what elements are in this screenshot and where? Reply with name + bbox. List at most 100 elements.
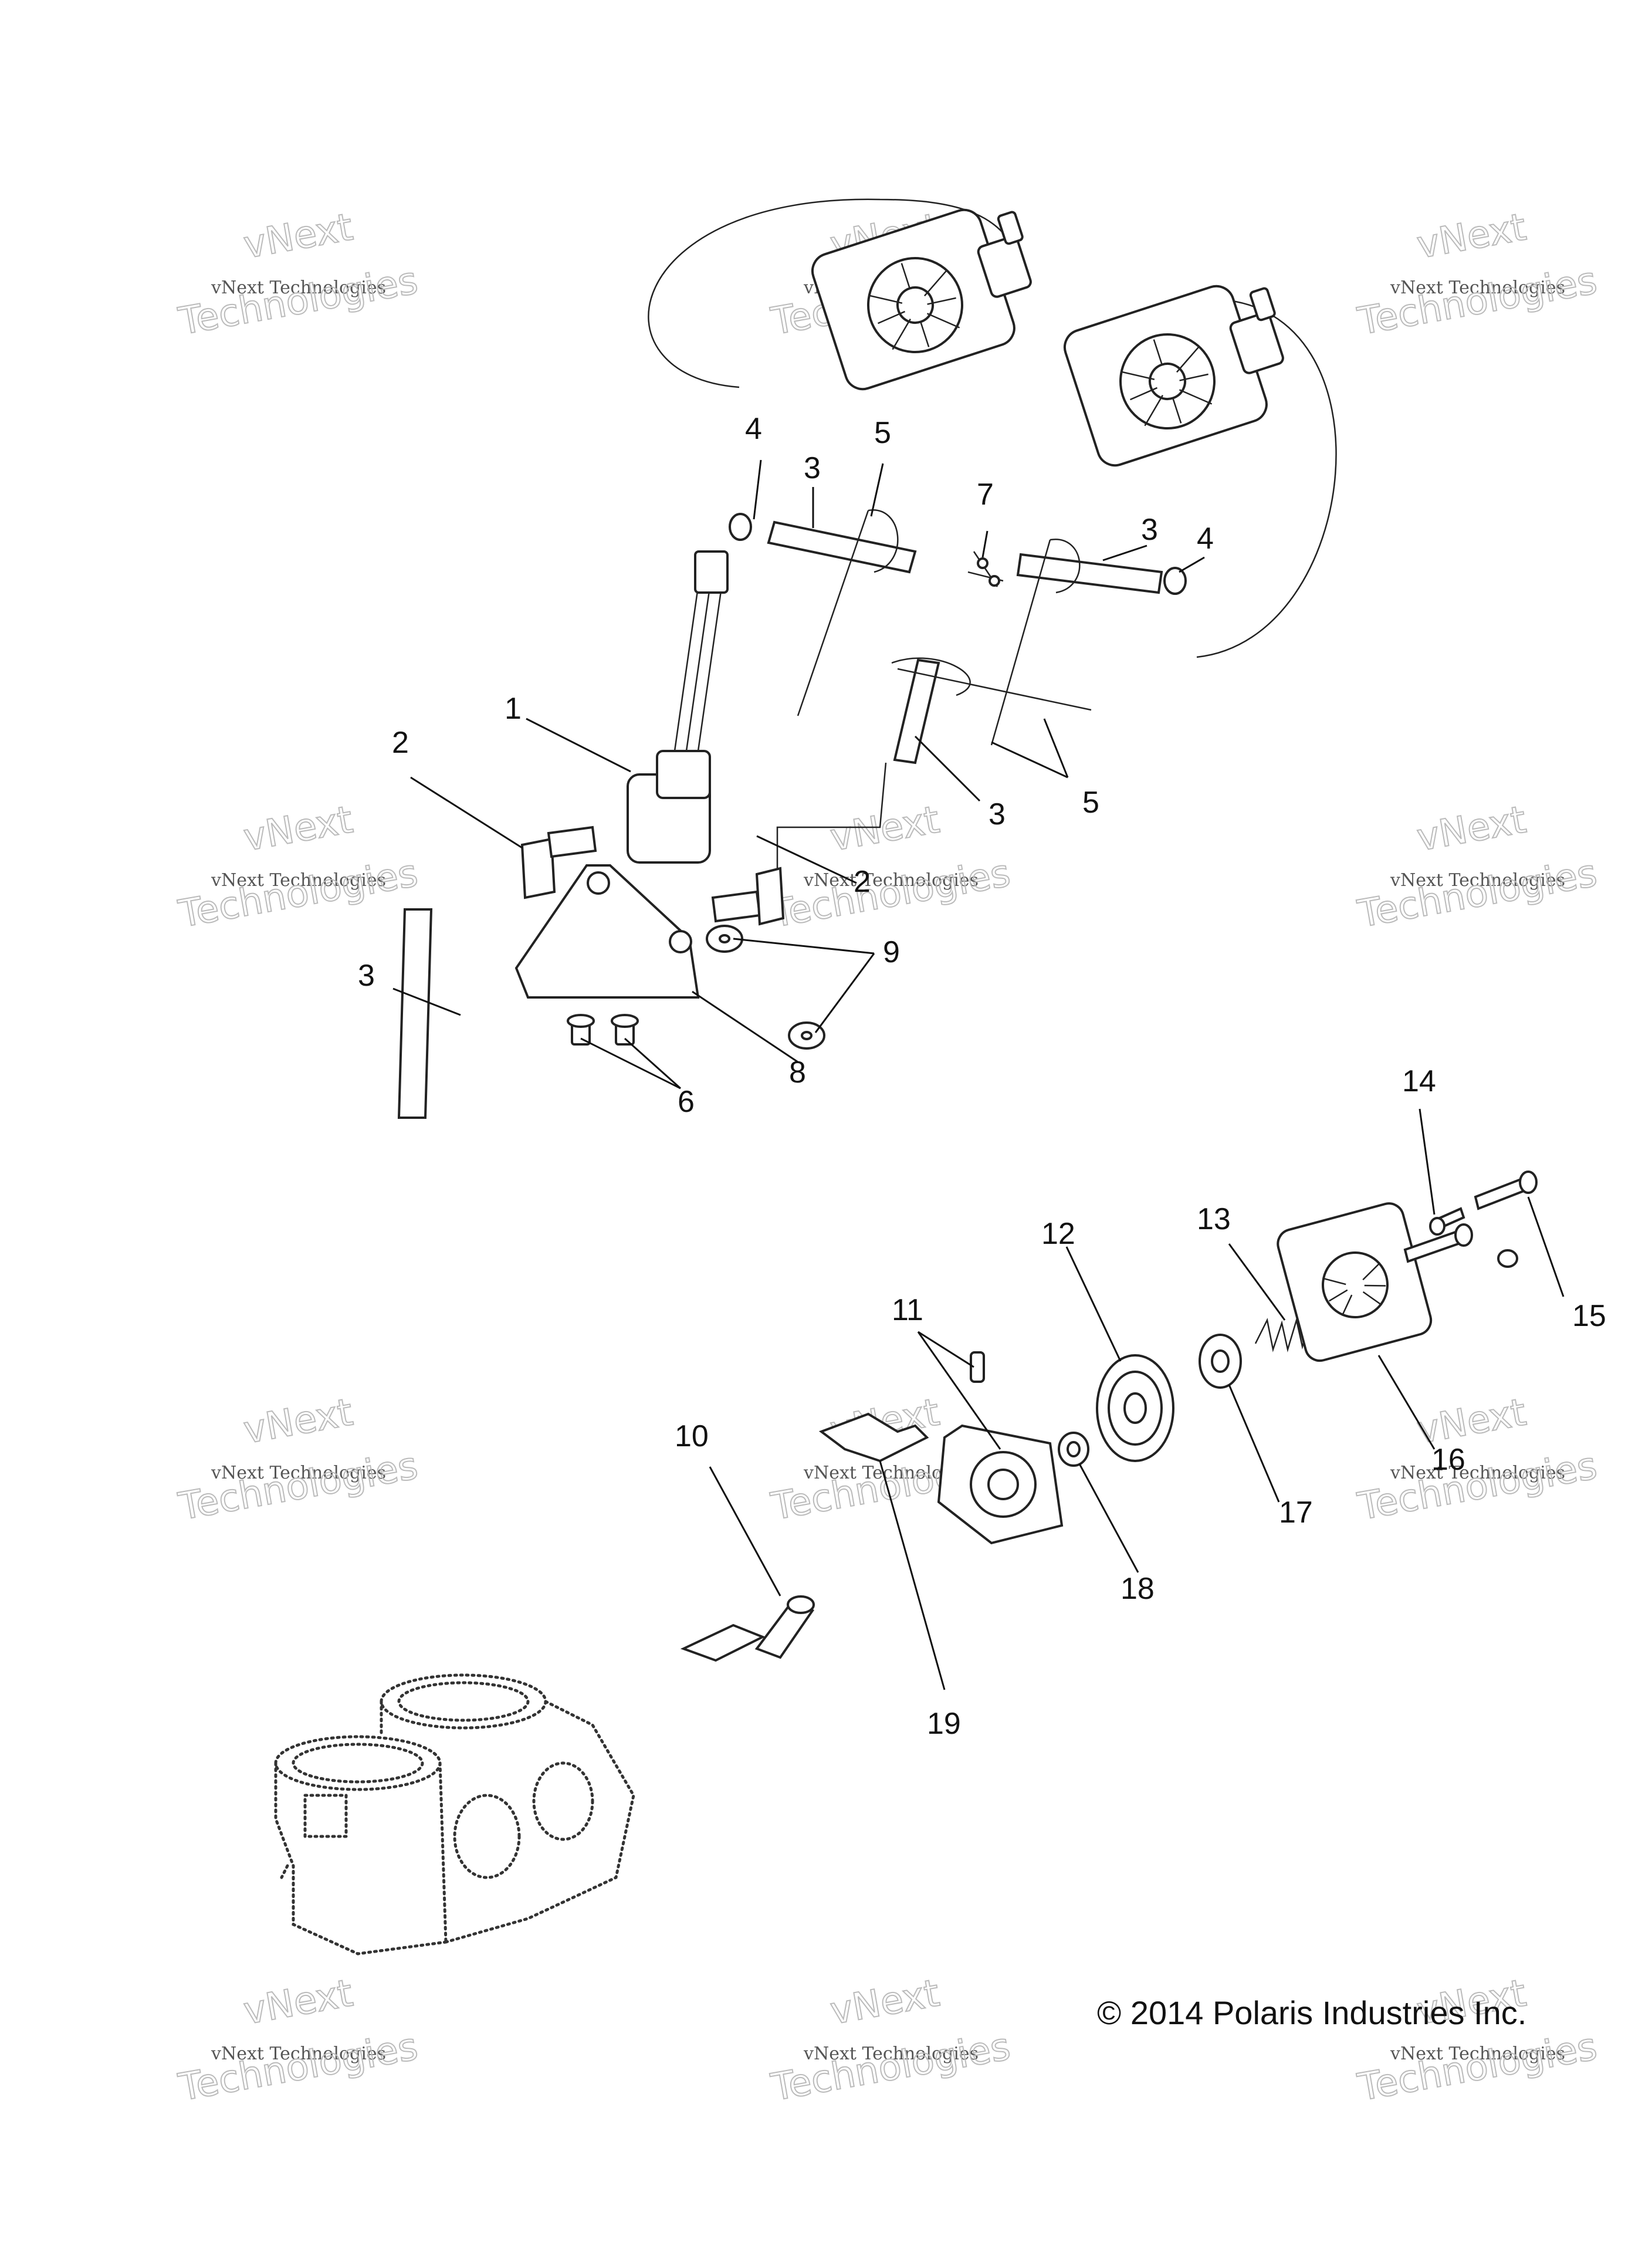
part-9-grommet-lower <box>788 1021 825 1050</box>
routing-curve-left <box>648 198 1022 388</box>
callout-13: 13 <box>1197 1202 1231 1236</box>
part-12-diaphragm <box>1096 1354 1174 1462</box>
part-10-nozzle <box>680 1595 815 1662</box>
part-7-fitting <box>967 551 1004 587</box>
watermark-text: vNext <box>1414 798 1529 860</box>
watermark-text: vNext <box>241 205 356 267</box>
watermark-text: vNext Technologies <box>1390 2044 1565 2064</box>
callout-14: 14 <box>1402 1064 1436 1098</box>
part-9-grommet-upper <box>706 925 743 953</box>
callout-3: 3 <box>358 959 375 993</box>
watermark-text: vNext Technologies <box>1390 870 1565 891</box>
watermark-text: vNext Technologies <box>211 870 386 891</box>
watermark-text: vNext <box>241 798 356 860</box>
callout-16: 16 <box>1431 1443 1465 1477</box>
callout-4: 4 <box>745 412 762 446</box>
watermark-text: Technologies <box>175 259 421 343</box>
part-8-bracket <box>514 864 700 999</box>
part-4-clamp-right <box>1163 567 1187 595</box>
part-3-hose-upper-right <box>1016 553 1163 594</box>
callout-5: 5 <box>874 416 891 450</box>
part-5-tie-center <box>891 657 1092 711</box>
watermark-text: vNext <box>241 1971 356 2033</box>
callout-1: 1 <box>505 692 522 726</box>
part-2-elbow-right <box>711 762 887 926</box>
callout-6: 6 <box>678 1085 695 1119</box>
callout-2: 2 <box>854 865 871 899</box>
watermark-text: vNext <box>827 1971 943 2033</box>
watermark-text: Technologies <box>1355 2025 1600 2109</box>
leader-lines <box>392 459 1565 1690</box>
callout-11: 11 <box>892 1293 923 1327</box>
callout-9: 9 <box>883 935 900 969</box>
part-15-screw-upper <box>1403 1223 1473 1263</box>
part-4-clamp-left <box>729 513 752 541</box>
part-3-hose-center <box>893 658 940 764</box>
routing-curve-right <box>1196 298 1337 658</box>
callout-3: 3 <box>989 797 1006 831</box>
watermark-text: Technologies <box>1355 259 1600 343</box>
watermark-mid-right: vNext vNext Technologies Technologies <box>1354 797 1601 937</box>
part-17-plate <box>1199 1334 1242 1389</box>
watermark-bottom-right: vNext vNext Technologies Technologies <box>1354 1971 1601 2110</box>
part-5-tie-upper-right <box>990 539 1081 746</box>
watermark-text: vNext <box>827 798 943 860</box>
part-3-hose-lower-left <box>397 908 433 1119</box>
copyright-notice: © 2014 Polaris Industries Inc. <box>1097 1994 1526 2031</box>
callout-18: 18 <box>1120 1572 1155 1606</box>
watermark-mid-center: vNext vNext Technologies Technologies <box>767 797 1014 937</box>
pump-body-upper-right <box>1063 285 1284 467</box>
watermark-bottom-left: vNext vNext Technologies Technologies <box>175 1971 422 2110</box>
part-16-cover <box>1277 1202 1433 1362</box>
watermark-text: vNext Technologies <box>211 1463 386 1483</box>
callout-3: 3 <box>1141 513 1158 547</box>
callout-5: 5 <box>1082 786 1099 820</box>
part-3-hose-upper-left <box>767 520 917 574</box>
watermark-bottom-center: vNext vNext Technologies Technologies <box>767 1971 1014 2110</box>
part-2-elbow-left <box>520 826 597 899</box>
callout-3: 3 <box>804 451 821 485</box>
watermark-text: vNext Technologies <box>803 2044 979 2064</box>
watermark-text: Technologies <box>175 2025 421 2109</box>
pump-body-upper-left <box>811 208 1032 391</box>
watermark-text: vNext <box>241 1391 356 1452</box>
callout-4: 4 <box>1197 522 1214 556</box>
watermark-text: Technologies <box>768 851 1014 936</box>
watermark-text: vNext Technologies <box>1390 278 1565 298</box>
part-11-housing <box>937 1351 1064 1545</box>
part-19-gasket <box>818 1412 929 1463</box>
engine-cylinder-block <box>274 1673 635 1956</box>
callout-15: 15 <box>1572 1299 1606 1333</box>
watermark-text: vNext Technologies <box>1390 1463 1565 1483</box>
watermark-text: vNext Technologies <box>211 278 386 298</box>
watermark-text: Technologies <box>175 851 421 936</box>
part-6-bolt-left <box>567 1014 595 1046</box>
watermark-text: Technologies <box>1355 851 1600 936</box>
watermark-text: vNext Technologies <box>211 2044 386 2064</box>
callout-7: 7 <box>977 478 994 512</box>
callout-17: 17 <box>1279 1496 1313 1530</box>
part-1-sensor <box>627 550 729 864</box>
watermark-text: Technologies <box>768 2025 1014 2109</box>
part-15-screw-right <box>1474 1171 1538 1210</box>
callout-2: 2 <box>392 726 409 760</box>
watermark-text: Technologies <box>175 1444 421 1528</box>
callout-19: 19 <box>927 1707 961 1741</box>
watermark-text: vNext Technologies <box>803 870 979 891</box>
watermark-text: Technologies <box>1355 1444 1600 1528</box>
part-6-bolt-right <box>611 1014 639 1046</box>
part-14-screw <box>1429 1207 1465 1236</box>
watermark-low-right: vNext vNext Technologies Technologies <box>1354 1390 1601 1530</box>
watermark-top-left: vNext vNext Technologies Technologies <box>175 205 422 344</box>
callout-10: 10 <box>675 1419 709 1453</box>
part-15-screw-lower <box>1497 1249 1518 1268</box>
callout-8: 8 <box>789 1056 806 1090</box>
watermark-top-right: vNext vNext Technologies Technologies <box>1354 205 1601 344</box>
watermark-low-left: vNext vNext Technologies Technologies <box>175 1390 422 1530</box>
part-5-tie-upper-left <box>797 509 899 716</box>
watermark-text: vNext <box>1414 205 1529 267</box>
part-18-valve <box>1058 1432 1089 1467</box>
callout-12: 12 <box>1041 1217 1075 1251</box>
watermark-mid-left: vNext vNext Technologies Technologies <box>175 797 422 937</box>
